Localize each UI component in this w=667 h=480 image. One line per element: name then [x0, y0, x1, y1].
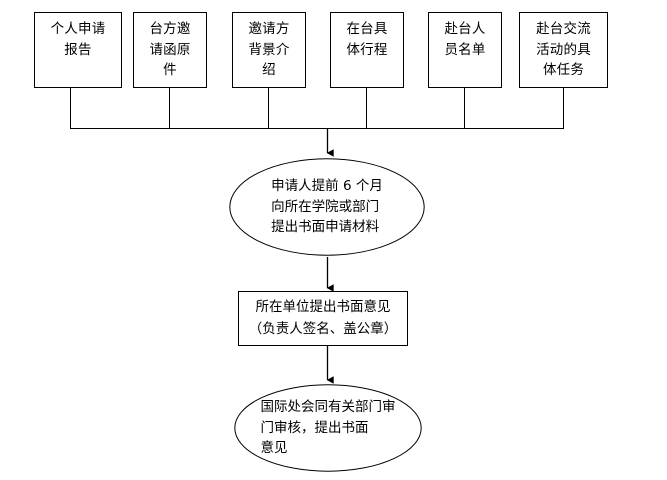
- flow-step-label: 所在单位提出书面意见 （负责人签名、盖公章）: [248, 298, 398, 337]
- source-box-label: 赴台人 员名单: [444, 21, 486, 58]
- ellipse-shape: [229, 158, 425, 256]
- source-box-taiwan-invitation-original[interactable]: 台方邀 请函原 件: [133, 12, 207, 88]
- flow-step-apply-six-months-ahead[interactable]: 申请人提前 6 个月 向所在学院或部门 提出书面申请材料: [229, 158, 425, 256]
- source-box-label: 在台具 体行程: [346, 21, 388, 58]
- flow-step-label: 申请人提前 6 个月 向所在学院或部门 提出书面申请材料: [271, 178, 383, 236]
- source-box-personal-application-report[interactable]: 个人申请 报告: [34, 12, 122, 88]
- source-box-label: 台方邀 请函原 件: [149, 21, 191, 79]
- flow-step-unit-written-opinion[interactable]: 所在单位提出书面意见 （负责人签名、盖公章）: [238, 291, 408, 346]
- source-box-exchange-specific-task[interactable]: 赴台交流 活动的具 体任务: [519, 12, 608, 88]
- source-box-inviter-background[interactable]: 邀请方 背景介 绍: [232, 12, 306, 88]
- ellipse-shape: [234, 384, 422, 472]
- source-box-label: 个人申请 报告: [50, 21, 106, 58]
- source-box-label: 赴台交流 活动的具 体任务: [536, 21, 591, 79]
- flow-step-international-office-review[interactable]: 国际处会同有关部门审 门审核，提出书面 意见: [234, 384, 422, 472]
- source-box-personnel-name-list[interactable]: 赴台人 员名单: [428, 12, 502, 88]
- flow-step-label: 国际处会同有关部门审 门审核，提出书面 意见: [260, 399, 396, 457]
- source-box-itinerary-in-taiwan[interactable]: 在台具 体行程: [330, 12, 404, 88]
- source-box-label: 邀请方 背景介 绍: [248, 21, 290, 79]
